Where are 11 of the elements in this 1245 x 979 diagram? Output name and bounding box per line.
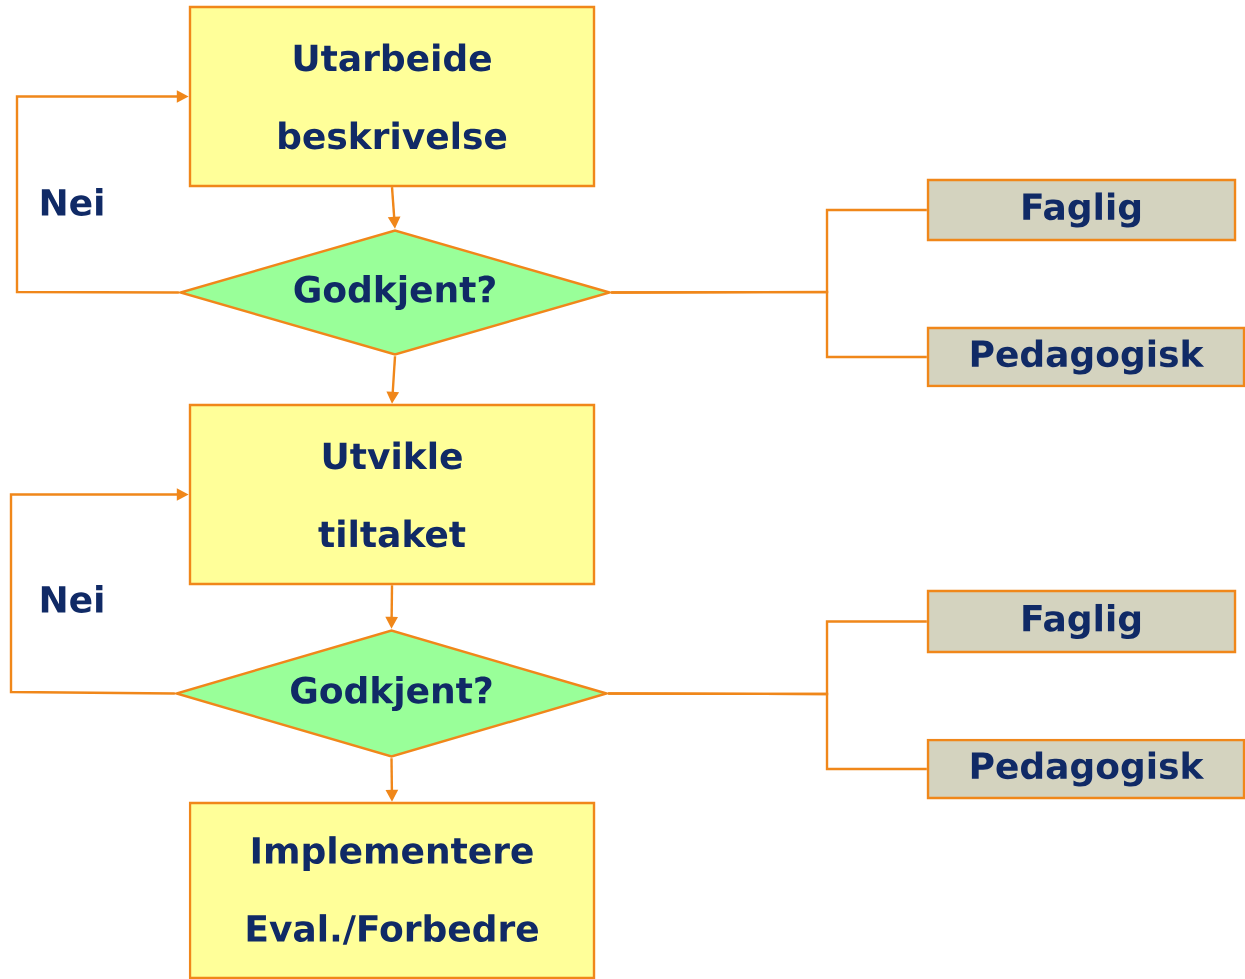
category-box: Pedagogisk	[926, 738, 1245, 800]
connector	[608, 692, 927, 771]
edge-label: Nei	[36, 583, 108, 615]
process-box: Utvikle tiltaket	[188, 403, 596, 586]
connector	[611, 290, 927, 359]
category-box: Faglig	[926, 178, 1237, 242]
category-box: Faglig	[926, 589, 1237, 654]
process-box: Utarbeide beskrivelse	[188, 5, 596, 188]
category-box: Pedagogisk	[926, 326, 1245, 388]
process-box: Implementere Eval./Forbedre	[188, 801, 596, 979]
edge-label: Nei	[36, 186, 108, 218]
